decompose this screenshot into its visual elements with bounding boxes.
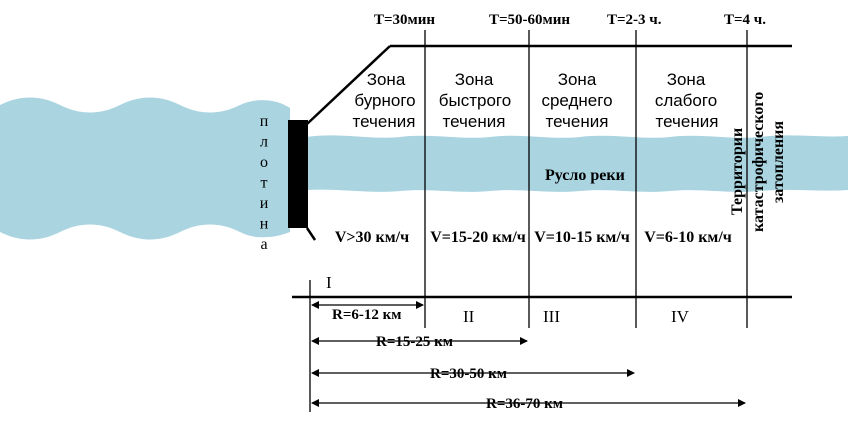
time-label-4: T=4 ч. [724,12,766,28]
distance-label-1: R=6-12 км [332,307,402,323]
distance-label-2: R=15-25 км [376,334,453,350]
dam-letter: а [260,236,267,253]
zone-3-speed: V=10-15 км/ч [534,229,630,246]
distance-label-3: R=30-50 км [430,366,507,382]
zone-3-line2: среднего [541,91,612,110]
zone-1-line2: бурного [354,91,415,110]
zone-1-speed: V>30 км/ч [335,229,409,246]
lower-boundary-diagonal [305,227,317,241]
time-label-2: T=50-60мин [489,12,570,28]
zone-4-numeral: IV [671,307,690,326]
river-channel [306,135,848,192]
territory-line3: затопления [770,121,787,203]
reservoir-water [0,97,290,240]
zone-3-line1: Зона [558,70,597,89]
river-label: Русло реки [545,167,625,184]
zone-4-speed: V=6-10 км/ч [644,229,732,246]
zone-4-line1: Зона [667,70,706,89]
zone-2-line1: Зона [455,70,494,89]
territory-line1: Территории [729,128,746,215]
zone-2-line2: быстрого [439,91,511,110]
upper-boundary-diagonal [306,45,391,125]
zone-1-line1: Зона [367,70,406,89]
zone-4-line2: слабого [655,91,717,110]
zone-1-numeral: I [326,273,332,292]
zone-3-line3: течения [546,112,609,131]
dam-letter: л [260,134,268,151]
distance-label-4: R=36-70 км [486,396,563,412]
dam-block [288,120,308,228]
zone-3-numeral: III [543,307,560,326]
dam-letter: о [260,154,268,171]
zone-1-line3: течения [353,112,416,131]
zone-2-numeral: II [463,307,475,326]
zone-2-line3: течения [443,112,506,131]
territory-line2: катастрофического [750,92,767,232]
dam-letter: и [260,195,269,212]
dam-letter: п [260,113,269,130]
zone-4-line3: течения [656,112,719,131]
dam-letter: т [261,175,268,192]
time-label-1: T=30мин [374,12,435,28]
dam-letter: н [260,216,269,233]
time-label-3: T=2-3 ч. [607,12,662,28]
territory-label: Территории катастрофического затопления [729,92,787,232]
zone-2-speed: V=15-20 км/ч [430,229,526,246]
